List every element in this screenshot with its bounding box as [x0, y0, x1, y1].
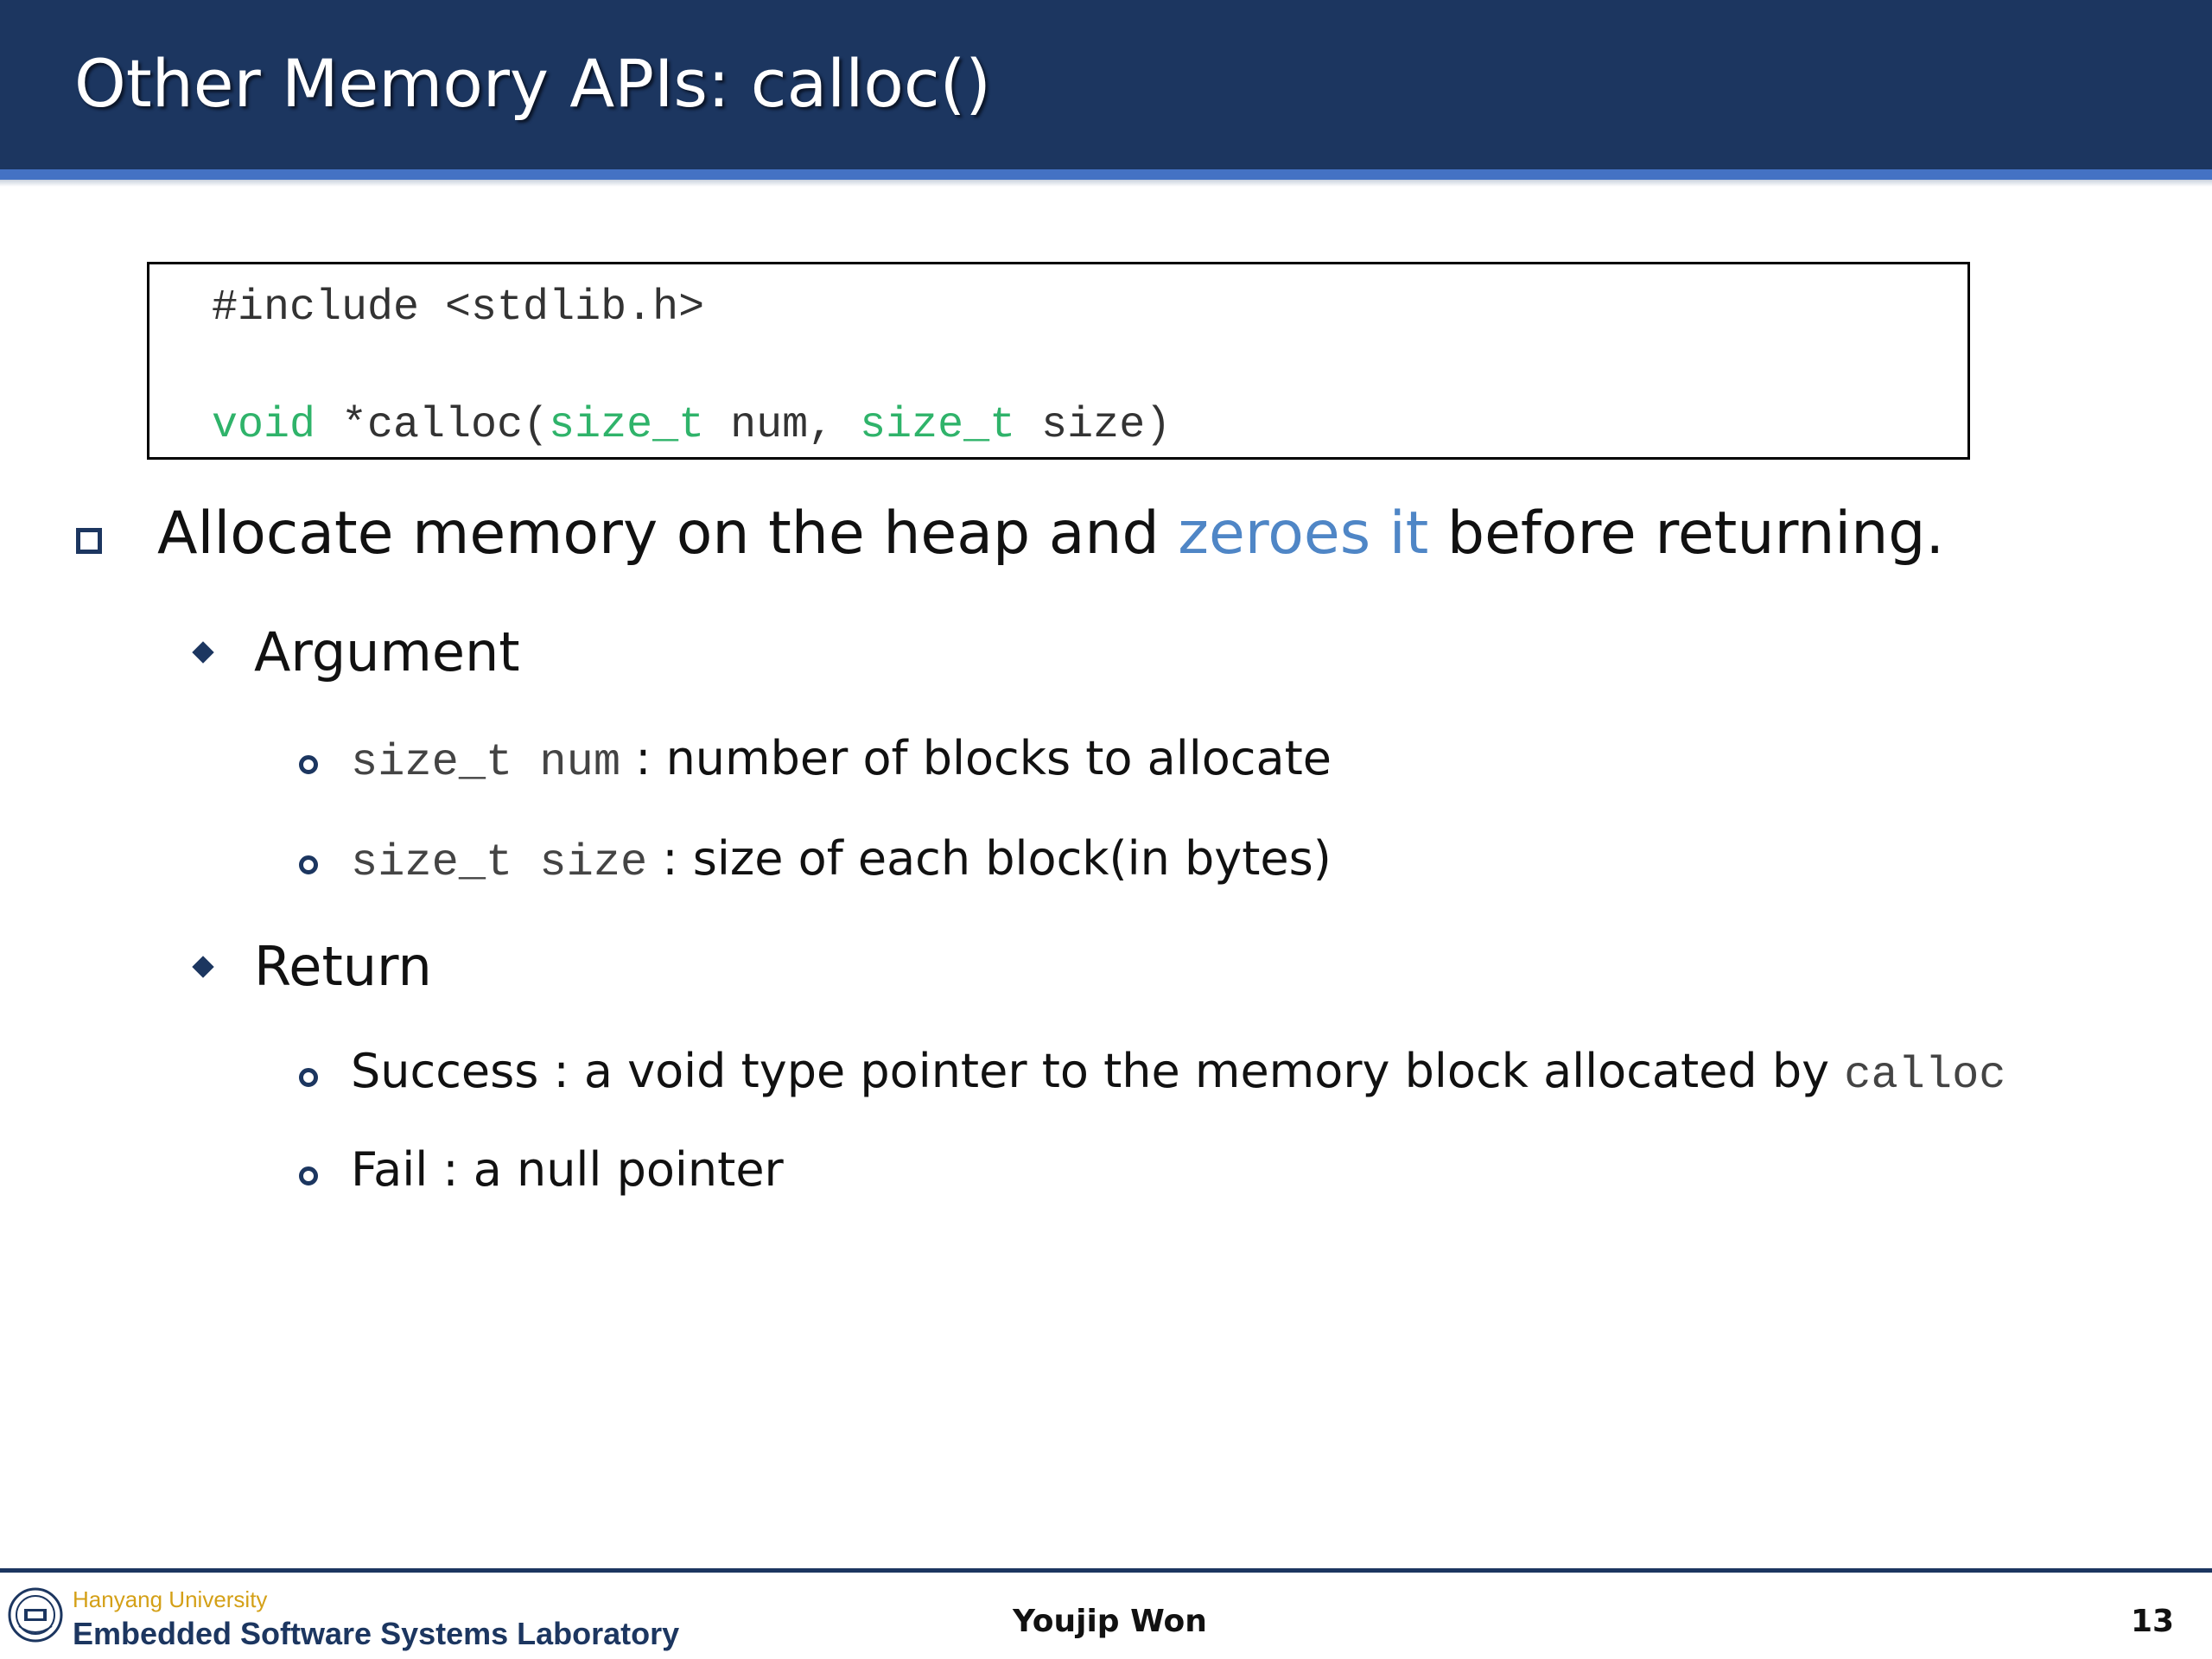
code-keyword-size-t: size_t — [549, 401, 705, 450]
page-number: 13 — [2131, 1604, 2175, 1639]
return-fail: Fail : a null pointer — [351, 1142, 784, 1197]
title-shadow — [0, 180, 2212, 187]
return-heading: Return — [254, 935, 432, 998]
university-name: Hanyang University — [73, 1586, 268, 1612]
code-signature-line: void *calloc(size_t num, size_t size) — [212, 401, 1171, 450]
code-size-t-size: size_t size — [351, 837, 648, 888]
code-size-t-num: size_t num — [351, 737, 621, 788]
argument-item-size: size_t size : size of each block(in byte… — [351, 831, 1332, 888]
argument-heading: Argument — [254, 620, 520, 683]
code-fragment: *calloc( — [315, 401, 550, 450]
code-keyword-size-t: size_t — [860, 401, 1016, 450]
title-accent-stripe — [0, 169, 2212, 180]
author-name: Youjip Won — [1013, 1604, 1207, 1639]
argument-size-description: : size of each block(in bytes) — [647, 831, 1332, 886]
hollow-circle-bullet-icon — [299, 855, 318, 874]
main-text-accent: zeroes it — [1178, 499, 1429, 568]
footer-divider — [0, 1568, 2212, 1573]
main-text-pre: Allocate memory on the heap and — [157, 499, 1179, 568]
university-seal-icon — [8, 1587, 63, 1643]
diamond-bullet-icon — [192, 956, 214, 978]
title-bar — [0, 0, 2212, 169]
code-fragment: num, — [704, 401, 861, 450]
return-success: Success : a void type pointer to the mem… — [351, 1044, 2005, 1101]
code-box: #include <stdlib.h> void *calloc(size_t … — [147, 262, 1970, 460]
lab-name: Embedded Software Systems Laboratory — [73, 1616, 680, 1651]
code-fragment: size) — [1015, 401, 1172, 450]
return-success-text: Success : a void type pointer to the mem… — [351, 1044, 1845, 1098]
code-include-line: #include <stdlib.h> — [212, 283, 705, 333]
diamond-bullet-icon — [192, 641, 214, 664]
argument-item-num: size_t num : number of blocks to allocat… — [351, 731, 1332, 788]
argument-num-description: : number of blocks to allocate — [620, 731, 1332, 785]
main-bullet-text: Allocate memory on the heap and zeroes i… — [157, 499, 1944, 568]
hollow-square-bullet-icon — [76, 528, 102, 554]
slide-title: Other Memory APIs: calloc() — [74, 45, 991, 122]
code-keyword-void: void — [212, 401, 316, 450]
main-text-post: before returning. — [1428, 499, 1945, 568]
hollow-circle-bullet-icon — [299, 1166, 318, 1185]
hollow-circle-bullet-icon — [299, 755, 318, 774]
hollow-circle-bullet-icon — [299, 1068, 318, 1087]
code-calloc: calloc — [1844, 1050, 2006, 1101]
